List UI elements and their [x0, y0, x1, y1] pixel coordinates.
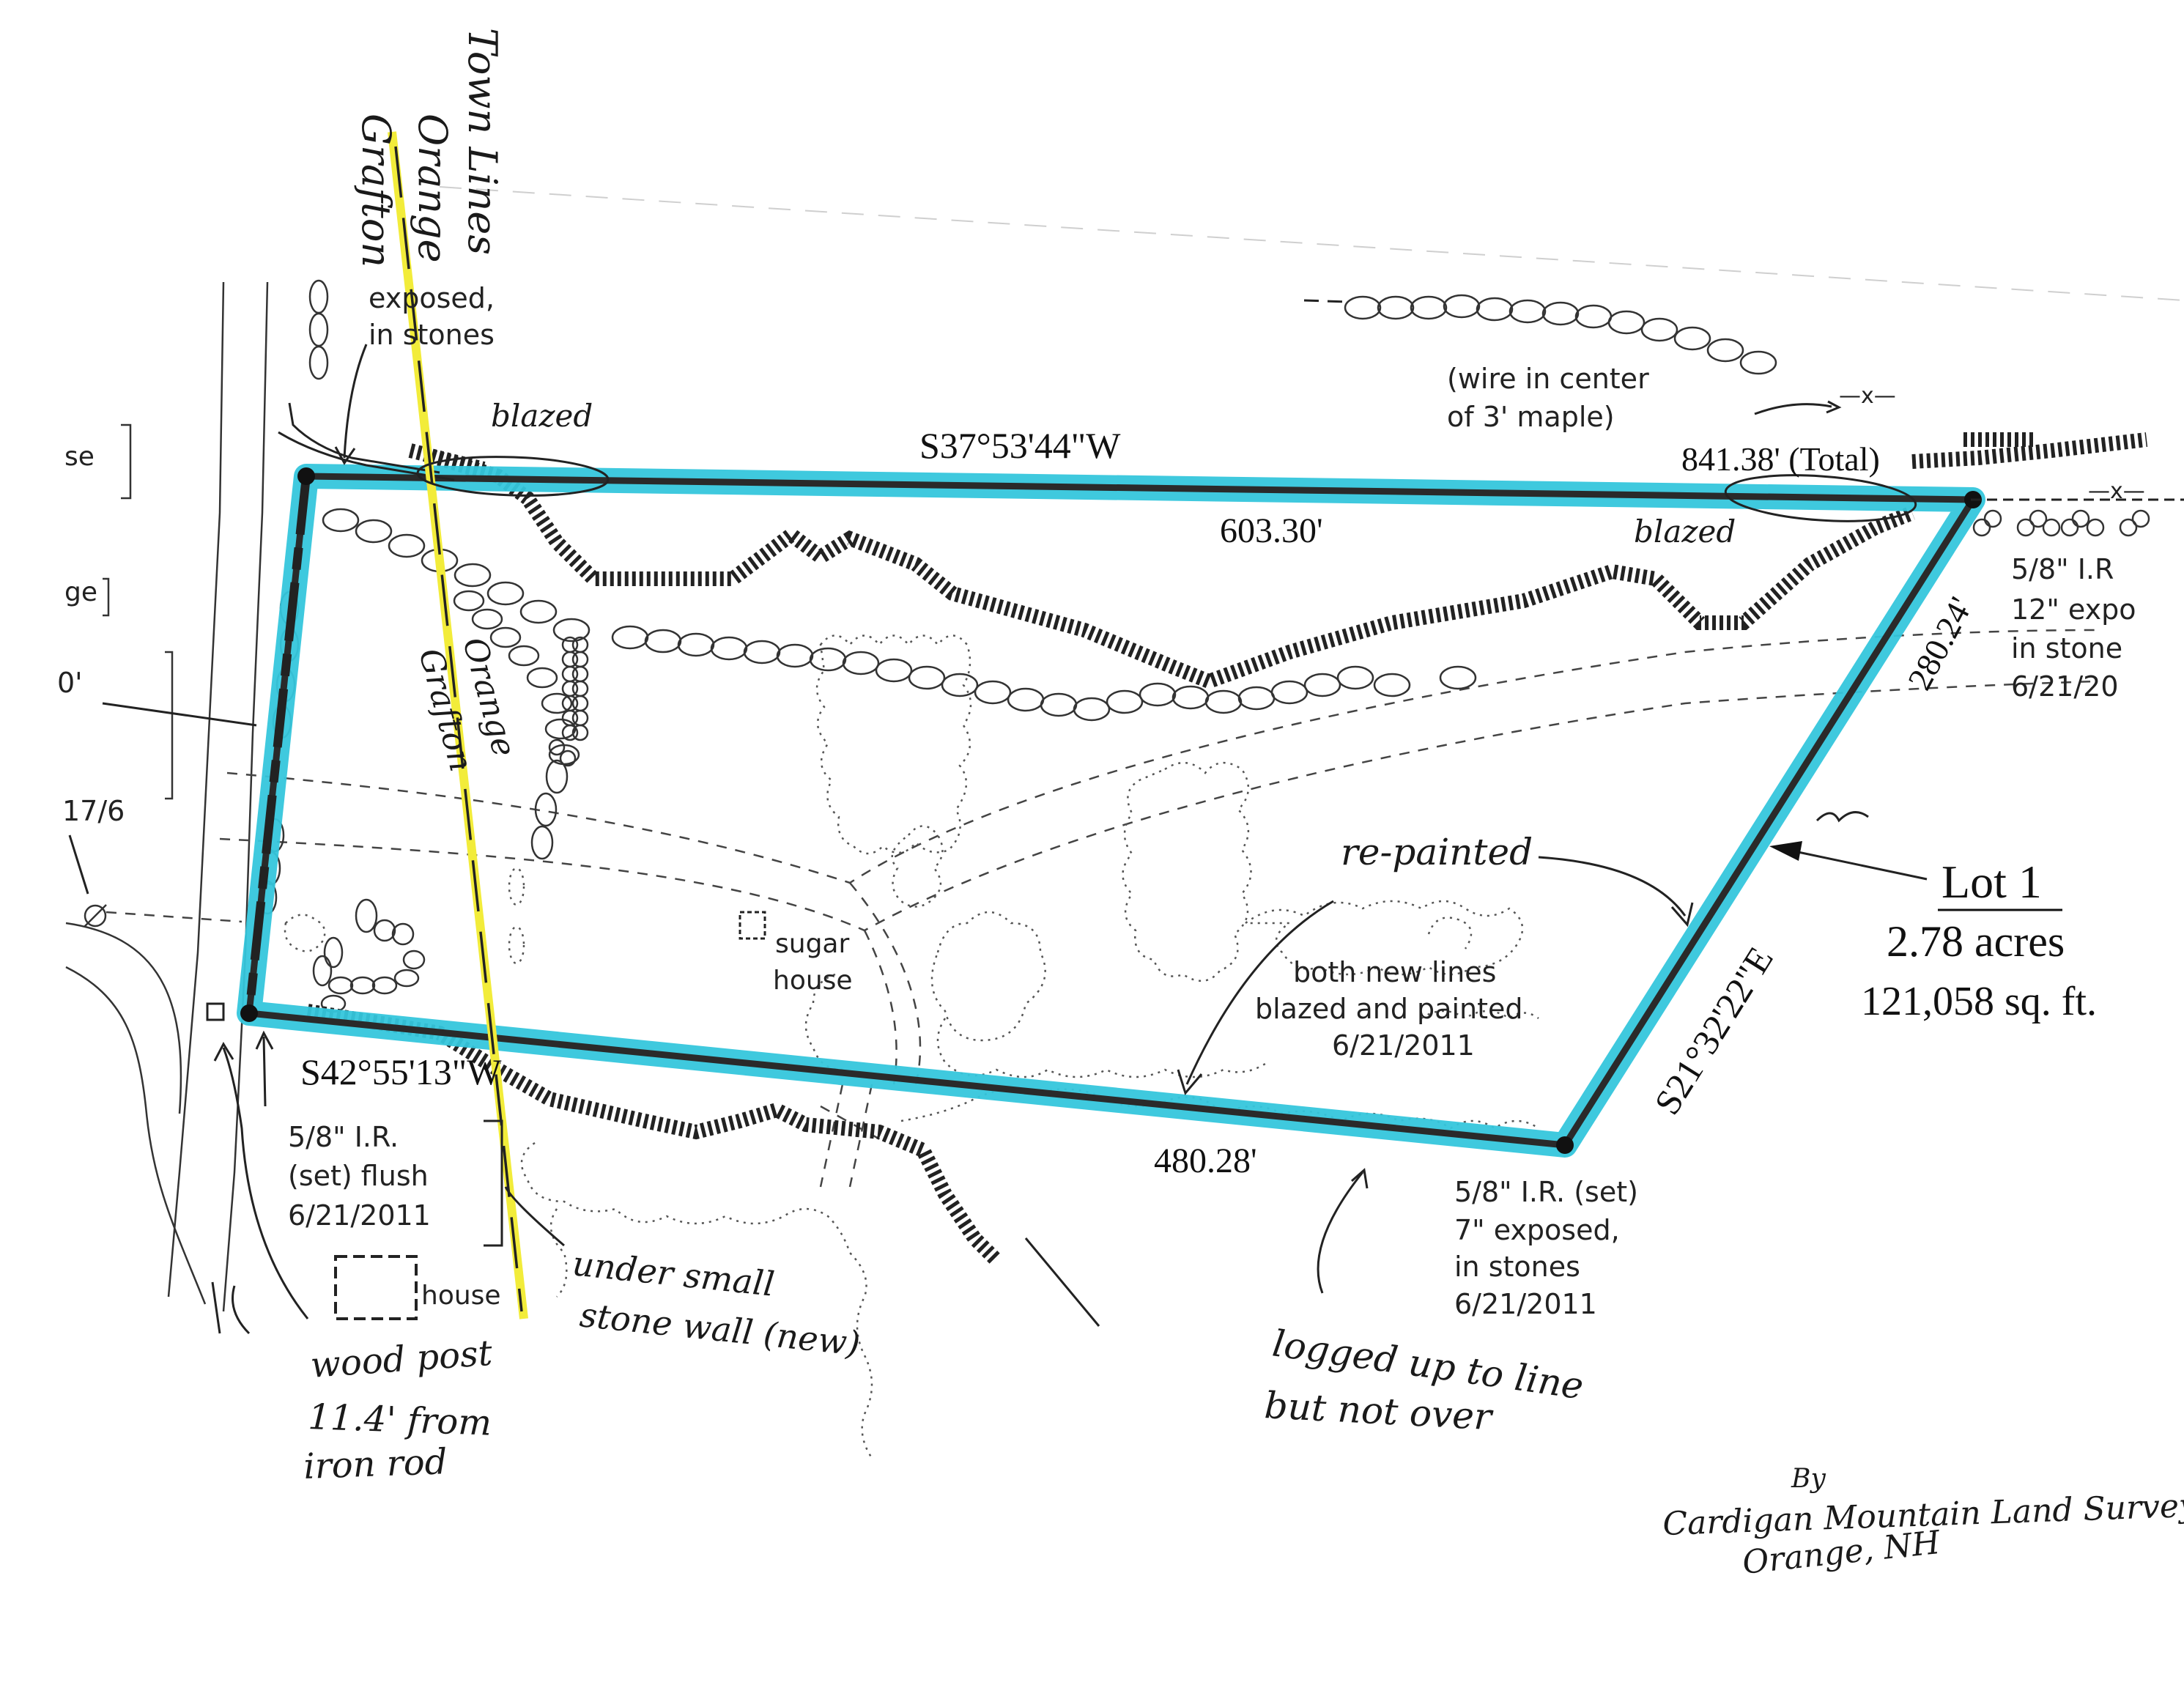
fragment-17-6: 17/6 — [62, 795, 125, 827]
logged-note-2: but not over — [1263, 1384, 1495, 1438]
distance-south: 480.28' — [1154, 1141, 1257, 1180]
nw-note-line-2: in stones — [369, 319, 495, 351]
sugar-house-label-2: house — [773, 966, 853, 996]
lot-name: Lot 1 — [1941, 856, 2042, 908]
sw-corner-pin — [240, 1004, 258, 1022]
bearing-south: S42°55'13"W — [300, 1051, 502, 1092]
distance-north-part: 603.30' — [1220, 511, 1323, 550]
lot-acres: 2.78 acres — [1887, 917, 2065, 966]
sugar-house-icon — [739, 911, 766, 940]
bearing-north: S37°53'44"W — [919, 425, 1121, 466]
house-label: house — [421, 1281, 501, 1311]
left-fragments: se ge 0' 17/6 — [57, 423, 257, 928]
blazed-label-ne: blazed — [1634, 514, 1736, 549]
svg-text:—x—: —x— — [1839, 383, 1896, 409]
lot-sqft: 121,058 sq. ft. — [1861, 979, 2097, 1024]
wire-note-line-1: (wire in center — [1447, 363, 1649, 395]
stone-wall-note-2: stone wall (new) — [578, 1295, 862, 1363]
fence-line: —x— —x— — [1303, 299, 2184, 504]
town-label-orange-top: Orange — [410, 114, 456, 263]
surveyor-by: By — [1791, 1464, 1826, 1494]
blazed-oval-north — [416, 456, 610, 497]
hatched-stone-walls — [306, 432, 2148, 1266]
scan-edge-line — [439, 186, 2184, 301]
ne-note-line-1: 5/8" I.R — [2011, 553, 2114, 585]
wood-post-note-3: iron rod — [303, 1441, 448, 1487]
se-note-line-2: 7" exposed, — [1454, 1214, 1620, 1246]
blazed-label-north: blazed — [491, 398, 593, 434]
ne-note-line-2: 12" expo — [2011, 593, 2136, 626]
wood-post-note-2: 11.4' from — [308, 1396, 492, 1444]
wood-post-note-1: wood post — [309, 1333, 494, 1386]
road — [65, 281, 269, 1312]
se-corner-pin — [1556, 1136, 1574, 1154]
new-lines-note-3: 6/21/2011 — [1332, 1029, 1475, 1062]
ne-note-line-4: 6/21/20 — [2011, 670, 2119, 703]
se-note-line-3: in stones — [1454, 1251, 1580, 1283]
nw-corner-pin — [297, 467, 315, 485]
stone-wall-note-1: under small — [571, 1243, 777, 1304]
sugar-house-label-1: sugar — [775, 929, 849, 959]
sw-note-line-3: 6/21/2011 — [288, 1199, 431, 1232]
new-lines-note-1: both new lines — [1293, 956, 1496, 988]
blazed-oval-ne — [1724, 474, 1917, 522]
wood-post-marker — [206, 1002, 225, 1021]
se-note-line-1: 5/8" I.R. (set) — [1454, 1176, 1638, 1208]
wire-note-line-2: of 3' maple) — [1447, 401, 1615, 433]
nw-note-line-1: exposed, — [369, 282, 495, 314]
ne-note-line-3: in stone — [2011, 632, 2122, 665]
fragment-0: 0' — [57, 667, 83, 699]
town-label-grafton-top: Grafton — [353, 114, 399, 267]
sw-note-line-2: (set) flush — [288, 1160, 429, 1192]
new-lines-note-2: blazed and painted — [1255, 993, 1523, 1025]
house-icon — [334, 1255, 418, 1320]
fragment-se: se — [64, 442, 95, 472]
repainted-label: re-painted — [1341, 831, 1533, 873]
distance-north-total: 841.38' (Total) — [1681, 440, 1880, 478]
town-lines-title: Town Lines — [459, 28, 506, 255]
sw-note-line-1: 5/8" I.R. — [288, 1121, 399, 1153]
se-note-line-4: 6/21/2011 — [1454, 1288, 1597, 1320]
fragment-ge: ge — [64, 577, 97, 607]
